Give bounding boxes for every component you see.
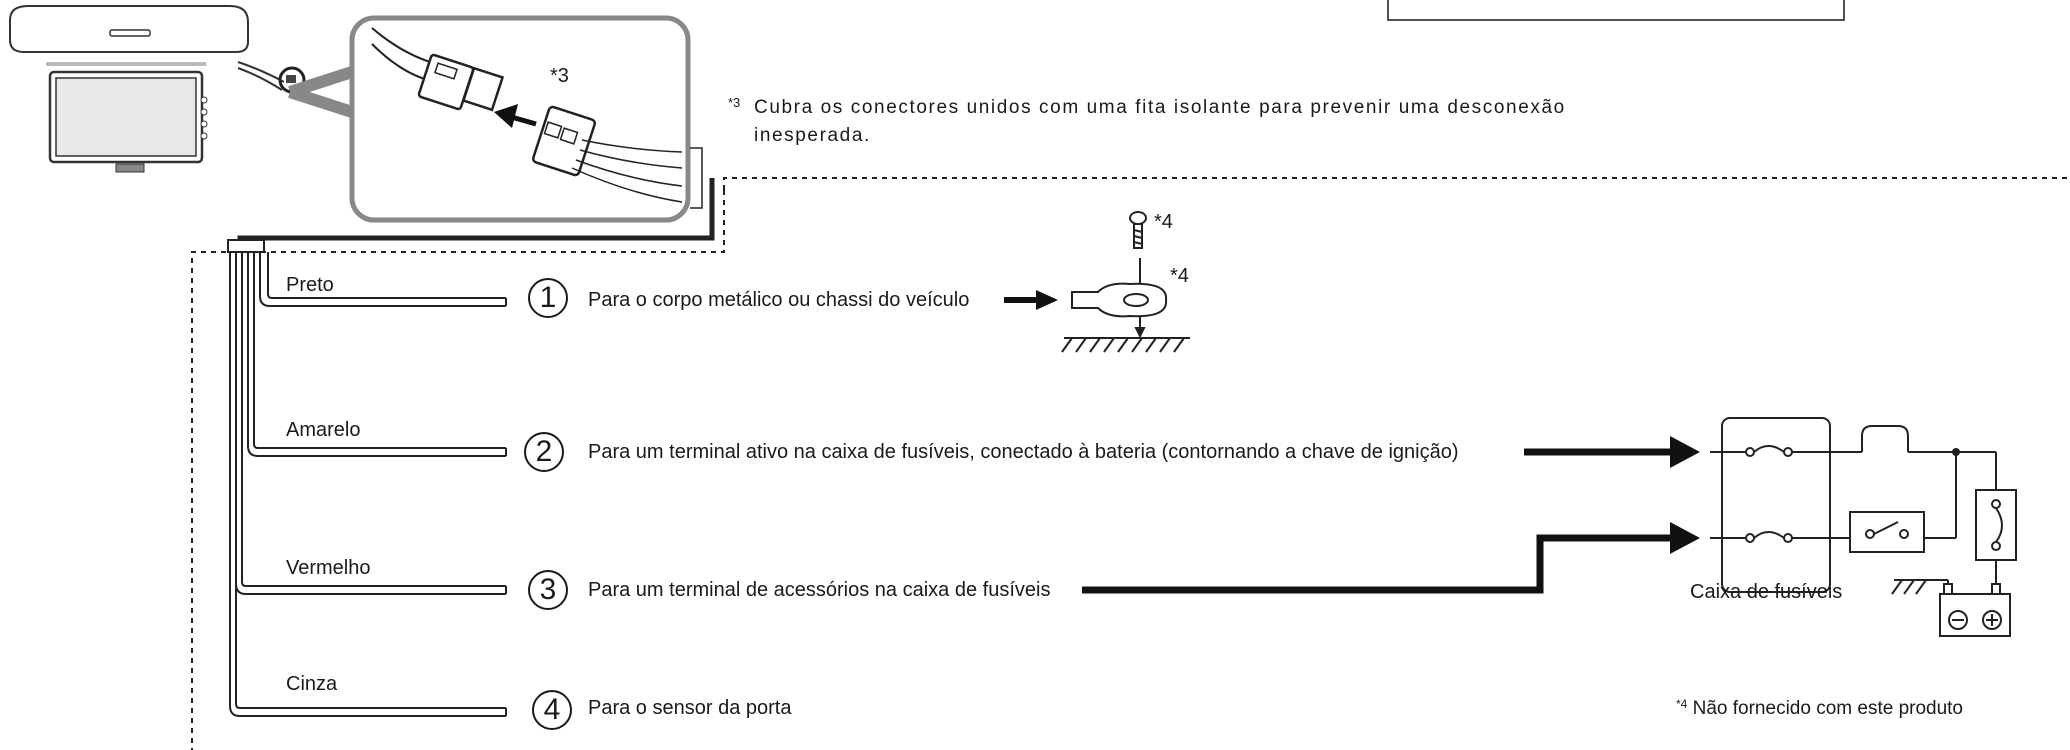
footnote-marker: *4 <box>1676 697 1688 711</box>
wire-label: Preto <box>286 274 334 296</box>
wire-destination: Para o corpo metálico ou chassi do veícu… <box>588 289 970 311</box>
wire-number: 3 <box>528 570 568 610</box>
terminal-marker: *4 <box>1170 265 1189 287</box>
battery-line-arrow <box>1524 436 1700 468</box>
footnote: *4 Não fornecido com este produto <box>1676 697 1964 720</box>
ground-icon <box>1061 337 1190 353</box>
wire-number: 2 <box>524 432 564 472</box>
ring-terminal-icon <box>1071 258 1168 339</box>
wire-destination: Para o sensor da porta <box>588 697 792 719</box>
switch-icon <box>1830 511 1940 553</box>
wire-number: 1 <box>528 278 568 318</box>
page-frame-fragment <box>1387 0 1845 21</box>
connector-icon <box>371 27 683 203</box>
note-line-1: Cubra os conectores unidos com uma fita … <box>754 97 1566 118</box>
accessory-line-arrow <box>1082 522 1700 594</box>
wire-destination: Para um terminal ativo na caixa de fusív… <box>588 441 1459 463</box>
wire-destination: Para um terminal de acessórios na caixa … <box>588 579 1051 601</box>
footnote-text: Não fornecido com este produto <box>1692 698 1964 719</box>
battery-ground-icon <box>1891 579 1948 595</box>
wire-label: Amarelo <box>286 419 361 441</box>
battery-icon <box>1939 580 2011 637</box>
wire-bundle <box>227 239 507 717</box>
note-line-2: inesperada. <box>754 125 871 146</box>
wire-label: Vermelho <box>286 557 371 579</box>
ground-arrow <box>1004 290 1058 310</box>
screw-icon <box>1129 211 1147 249</box>
fuse-box-circuit <box>1710 417 1831 593</box>
monitor-icon <box>9 5 308 173</box>
fuse-icon <box>1745 445 1862 543</box>
circuit-wiring <box>1861 425 1997 580</box>
vehicle-boundary-line <box>191 177 2070 750</box>
fuse-box-label: Caixa de fusíveis <box>1690 581 1843 603</box>
wire-label: Cinza <box>286 673 338 695</box>
connector-note-marker: *3 <box>550 65 569 87</box>
note-marker: *3 <box>728 95 741 110</box>
wire-number: 4 <box>532 690 572 730</box>
screw-marker: *4 <box>1154 211 1173 233</box>
relay-fuse-icon <box>1975 489 2017 561</box>
